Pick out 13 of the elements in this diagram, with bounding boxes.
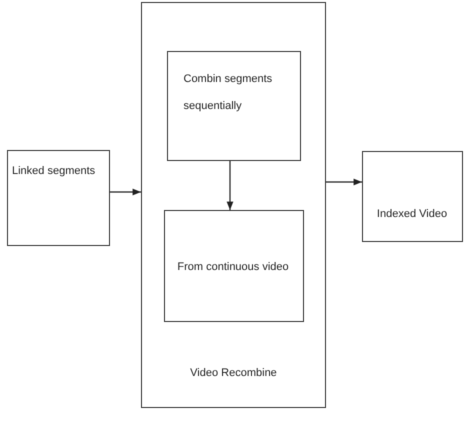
process-box bbox=[164, 210, 304, 322]
arrow bbox=[110, 188, 141, 196]
process-box bbox=[7, 150, 110, 246]
container-box bbox=[141, 2, 326, 408]
node-label: From continuous video bbox=[176, 260, 290, 274]
output-box bbox=[362, 151, 463, 242]
process-box bbox=[166, 50, 300, 160]
arrow bbox=[326, 178, 362, 186]
arrow bbox=[226, 161, 234, 210]
node-label: Combin segments sequentially bbox=[184, 72, 274, 114]
node-label: Linked segments bbox=[12, 165, 96, 178]
node-label: Video Recombine bbox=[189, 367, 278, 380]
node-label: Indexed Video bbox=[376, 208, 448, 222]
